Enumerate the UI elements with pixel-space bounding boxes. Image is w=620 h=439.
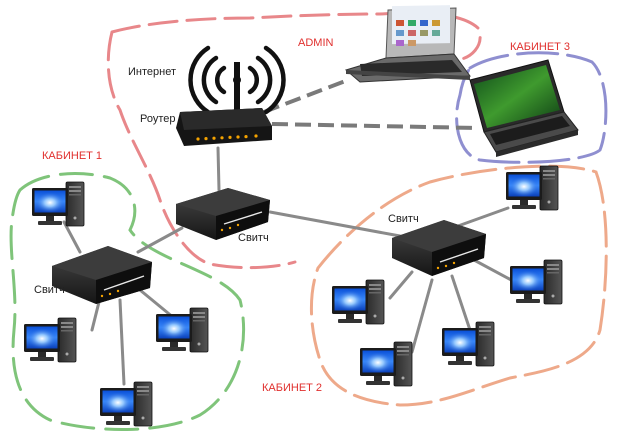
label-admin: ADMIN: [298, 37, 334, 49]
wifi-links: [263, 78, 479, 130]
cable-left-switch-pc2: [90, 296, 102, 332]
desktop-pc-icon: [359, 341, 413, 387]
cable-right-switch-pc4: [450, 274, 472, 332]
switch-right: [392, 220, 486, 276]
desktop-cabinet1-4: [99, 381, 153, 427]
laptop-cabinet3: [469, 59, 579, 157]
cable-right-switch-pc1: [456, 206, 510, 228]
cabinet2-zone-outline: [310, 164, 608, 407]
admin-zone-outline: [106, 11, 482, 270]
desktop-pc-icon: [505, 165, 559, 211]
laptop-admin: [344, 5, 471, 83]
desktop-cabinet1-2: [23, 317, 77, 363]
cabinet3-zone-outline: [455, 51, 608, 164]
wifi-router: [176, 45, 286, 146]
desktop-pc-icon: [31, 181, 85, 227]
desktop-cabinet2-2: [331, 279, 385, 325]
cable-left-switch-pc3: [118, 298, 126, 386]
wifi-link-cabinet3-laptop: [271, 122, 479, 130]
desktop-cabinet2-4: [441, 321, 495, 367]
label-internet: Интернет: [128, 66, 176, 78]
cable-router-switch-center: [216, 146, 221, 192]
desktop-pc-icon: [331, 279, 385, 325]
wifi-link-admin-laptop: [263, 78, 349, 114]
cable-left-switch-pc1: [62, 220, 82, 254]
desktop-pc-icon: [509, 259, 563, 305]
switch-left: [52, 246, 152, 304]
label-switch-right: Свитч: [388, 213, 419, 225]
cable-center-to-left-switch: [136, 226, 184, 254]
cable-right-switch-pc2: [388, 270, 414, 300]
desktop-pc-icon: [155, 307, 209, 353]
label-router: Роутер: [140, 113, 176, 125]
desktop-cabinet1-1: [31, 181, 85, 227]
cable-right-switch-pc5: [472, 258, 517, 284]
cable-left-switch-pc4: [138, 288, 176, 320]
desktop-cabinet2-5: [359, 341, 413, 387]
cabinet1-zone-outline: [9, 172, 246, 431]
label-cabinet1: КАБИНЕТ 1: [42, 150, 102, 162]
switch-center: [176, 188, 270, 240]
desktop-pc-icon: [99, 381, 153, 427]
wifi-signal-icon: [188, 45, 286, 115]
label-cabinet3: КАБИНЕТ 3: [510, 41, 570, 53]
cable-right-switch-pc3: [410, 278, 434, 354]
desktop-cabinet2-1: [505, 165, 559, 211]
desktop-cabinet2-3: [509, 259, 563, 305]
cable-center-to-right-switch: [268, 210, 402, 238]
desktop-cabinet1-3: [155, 307, 209, 353]
label-switch-left: Свитч: [34, 284, 65, 296]
desktop-pc-icon: [441, 321, 495, 367]
label-cabinet2: КАБИНЕТ 2: [262, 382, 322, 394]
cables: [62, 146, 517, 386]
desktop-pc-icon: [23, 317, 77, 363]
label-switch-center: Свитч: [238, 232, 269, 244]
